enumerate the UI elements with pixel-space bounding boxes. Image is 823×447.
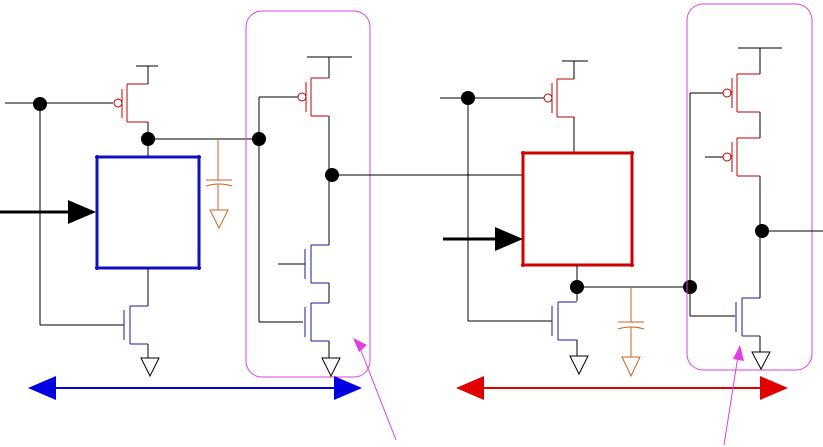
evaluate-nmos-1 <box>123 305 148 345</box>
pulldown-network-block-1 <box>95 155 201 270</box>
wire <box>258 57 523 358</box>
pointer-line-icon <box>723 355 739 446</box>
capacitor-icon <box>205 139 233 230</box>
input-arrow-icon <box>443 227 523 251</box>
output-nmos-2 <box>735 297 760 337</box>
node-dot-icon <box>33 97 47 111</box>
stage-1 <box>0 10 523 441</box>
input-arrow-icon <box>0 200 96 224</box>
keeper-pmos-stack-2 <box>722 73 760 177</box>
block-corner-dots <box>95 155 201 270</box>
node-dot-icon <box>141 132 155 146</box>
precharge-pmos-1 <box>113 83 148 123</box>
pulldown-network-block-2 <box>521 151 634 267</box>
ground-icon <box>140 357 160 378</box>
wire <box>689 48 823 352</box>
pointer-head <box>353 338 367 352</box>
node-dot-icon <box>755 224 769 238</box>
highlight-box-2 <box>686 3 813 371</box>
stage-2 <box>440 3 823 446</box>
output-pmos-1 <box>297 77 329 117</box>
precharge-pmos-2 <box>543 78 574 118</box>
block-corner-dots <box>521 151 634 267</box>
clock-input-wire-1 <box>5 102 124 326</box>
clock-input-wire-2 <box>440 97 552 322</box>
ground-icon <box>569 355 589 376</box>
pointer-head <box>733 345 744 361</box>
capacitor-icon <box>617 287 645 378</box>
ground-icon <box>751 351 771 371</box>
node-dot-icon <box>325 168 339 182</box>
node-dot-icon <box>461 91 475 105</box>
node-dot-icon <box>570 280 584 294</box>
output-nmos-stack-1 <box>304 244 329 342</box>
evaluate-nmos-2 <box>551 301 577 341</box>
dynamic-node-wire-2 <box>576 265 690 356</box>
pointer-line-icon <box>357 342 397 441</box>
ground-icon <box>321 357 341 378</box>
